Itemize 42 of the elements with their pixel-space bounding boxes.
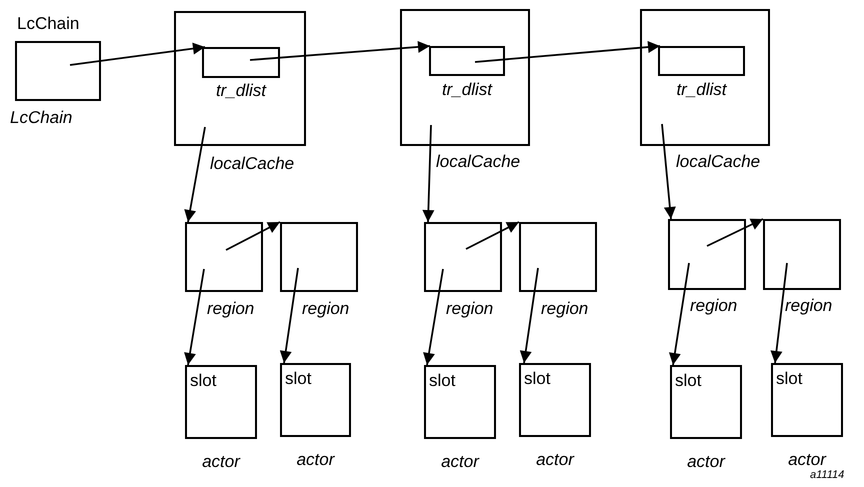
name-label: region — [541, 300, 588, 317]
name-label: localCache — [676, 153, 760, 170]
figure-number: a11114 — [810, 469, 844, 481]
field-label: slot — [285, 370, 312, 387]
arrow — [668, 262, 690, 366]
arrow — [184, 126, 206, 222]
field-label: slot — [776, 370, 802, 387]
name-label: actor — [296, 451, 336, 468]
field-label: slot — [429, 372, 456, 389]
name-label: actor — [535, 451, 576, 468]
name-label: region — [302, 300, 350, 317]
name-label: region — [207, 300, 254, 317]
field-label: slot — [524, 370, 550, 387]
arrow — [520, 268, 539, 364]
name-label: actor — [440, 453, 480, 470]
field-label: slot — [190, 372, 216, 389]
arrow — [70, 42, 206, 66]
name-label: tr_dlist — [675, 81, 728, 98]
name-label: LcChain — [17, 15, 80, 32]
arrow — [474, 41, 660, 63]
arrow — [661, 124, 676, 220]
arrow — [422, 124, 434, 222]
arrow — [226, 221, 280, 251]
name-label: actor — [686, 453, 726, 470]
name-label: tr_dlist — [440, 81, 494, 98]
field-label: slot — [675, 372, 702, 389]
arrow — [250, 40, 430, 61]
name-label: LcChain — [10, 109, 72, 126]
arrow — [466, 221, 520, 250]
arrow — [184, 268, 205, 366]
arrow — [423, 268, 444, 366]
name-label: actor — [201, 453, 242, 470]
name-label: region — [785, 297, 832, 314]
arrow — [770, 262, 788, 364]
name-label: actor — [787, 451, 828, 468]
name-label: tr_dlist — [214, 82, 268, 99]
name-label: localCache — [436, 153, 520, 170]
name-label: localCache — [210, 155, 294, 172]
name-label: region — [690, 297, 738, 314]
arrow — [706, 218, 764, 247]
name-label: region — [446, 300, 494, 317]
arrow — [280, 268, 299, 364]
